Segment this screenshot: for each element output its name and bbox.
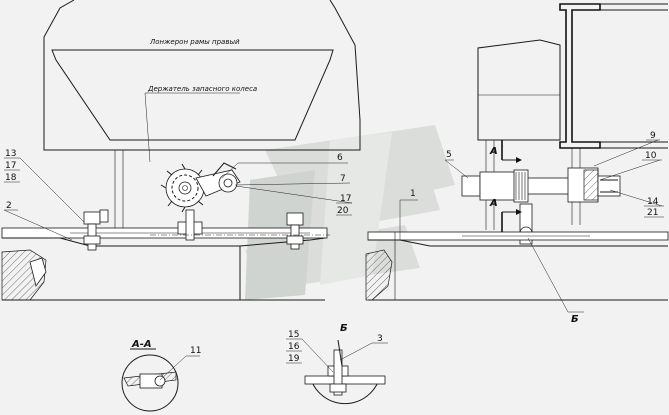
callout-21: 21 <box>647 208 658 218</box>
callout-20: 20 <box>337 206 349 216</box>
callout-9: 9 <box>650 131 656 141</box>
left-main-view: Лонжерон рамы правый Держатель запасного… <box>1 0 361 301</box>
wheel-outline <box>2 237 326 301</box>
callouts-right: 5 1 9 10 14 21 Б <box>399 131 664 325</box>
callout-15: 15 <box>288 330 299 340</box>
view-b-title: Б <box>340 323 348 334</box>
section-aa-title: А-А <box>131 339 152 350</box>
right-tyre-section <box>365 249 393 301</box>
callout-2: 2 <box>6 201 12 211</box>
callout-10: 10 <box>645 151 657 161</box>
callout-6: 6 <box>337 153 343 163</box>
right-wheel-outline <box>368 239 668 301</box>
callout-11: 11 <box>190 346 201 356</box>
watermark-logo <box>245 125 455 300</box>
bolt-left <box>83 209 109 251</box>
callout-1: 1 <box>410 189 416 199</box>
callout-18: 18 <box>5 173 17 183</box>
view-b: Б 3 15 16 19 <box>286 323 388 405</box>
callouts-left: 2 13 17 18 6 7 17 20 <box>3 149 353 241</box>
right-main-view: А А <box>365 3 669 301</box>
section-aa: А-А 11 <box>121 339 201 412</box>
callout-19: 19 <box>288 354 300 364</box>
channel-section <box>559 3 601 149</box>
frame-member-outline <box>43 0 361 151</box>
cut-mark-a-bottom: А <box>489 198 498 209</box>
callout-7: 7 <box>340 174 346 184</box>
callout-17: 17 <box>5 161 16 171</box>
view-mark-b: Б <box>571 314 579 325</box>
callout-5: 5 <box>446 150 452 160</box>
callout-16: 16 <box>288 342 300 352</box>
cut-mark-a-top: А <box>489 146 498 157</box>
bolt-right <box>286 212 304 250</box>
frame-member-note: Лонжерон рамы правый <box>149 38 240 46</box>
callout-14: 14 <box>647 197 659 207</box>
ratchet-mechanism <box>160 162 241 213</box>
callout-3: 3 <box>377 334 383 344</box>
spare-wheel-holder-note: Держатель запасного колеса <box>147 85 257 93</box>
clamp-center <box>177 209 203 241</box>
callout-17-lower: 17 <box>340 194 351 204</box>
screw-assembly <box>461 167 621 245</box>
holder-side <box>477 39 561 141</box>
holder-bracket-outline <box>51 49 334 141</box>
callout-13: 13 <box>5 149 16 159</box>
